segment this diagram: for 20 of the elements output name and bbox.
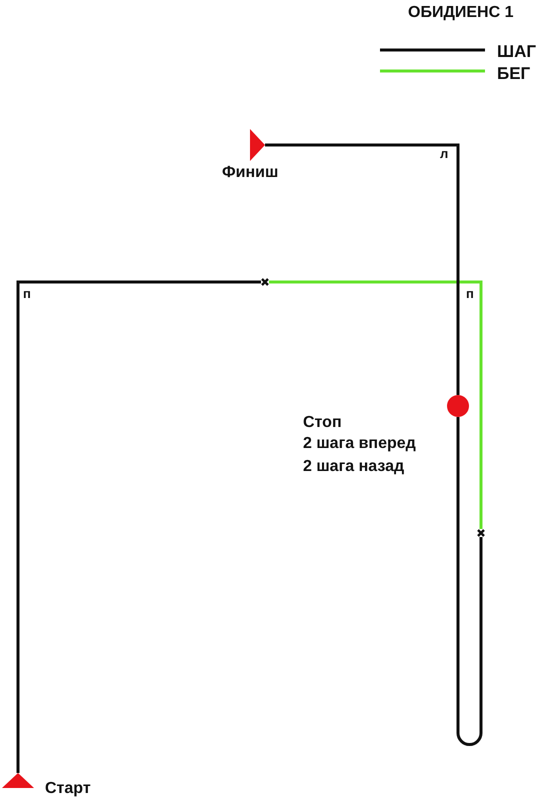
- cross-mark: [261, 278, 269, 286]
- cross-mark: [477, 529, 485, 537]
- start-label: Старт: [45, 780, 91, 798]
- finish-label: Финиш: [222, 164, 278, 182]
- legend-label: БЕГ: [497, 64, 530, 84]
- stop-marker: [447, 395, 469, 417]
- instruction-text: 2 шага назад: [303, 458, 404, 476]
- route-line: [456, 417, 482, 746]
- route-line: [269, 280, 482, 529]
- title: ОБИДИЕНС 1: [408, 4, 514, 22]
- turn-label: п: [23, 287, 31, 302]
- legend-label: ШАГ: [497, 42, 536, 62]
- finish-marker: [250, 129, 265, 161]
- route-line: [265, 144, 460, 395]
- stop-label: Стоп: [303, 414, 342, 432]
- route-line: [16, 280, 261, 773]
- start-marker: [2, 773, 34, 788]
- turn-label: п: [466, 287, 474, 302]
- instruction-text: 2 шага вперед: [303, 435, 416, 454]
- turn-label: л: [440, 147, 448, 162]
